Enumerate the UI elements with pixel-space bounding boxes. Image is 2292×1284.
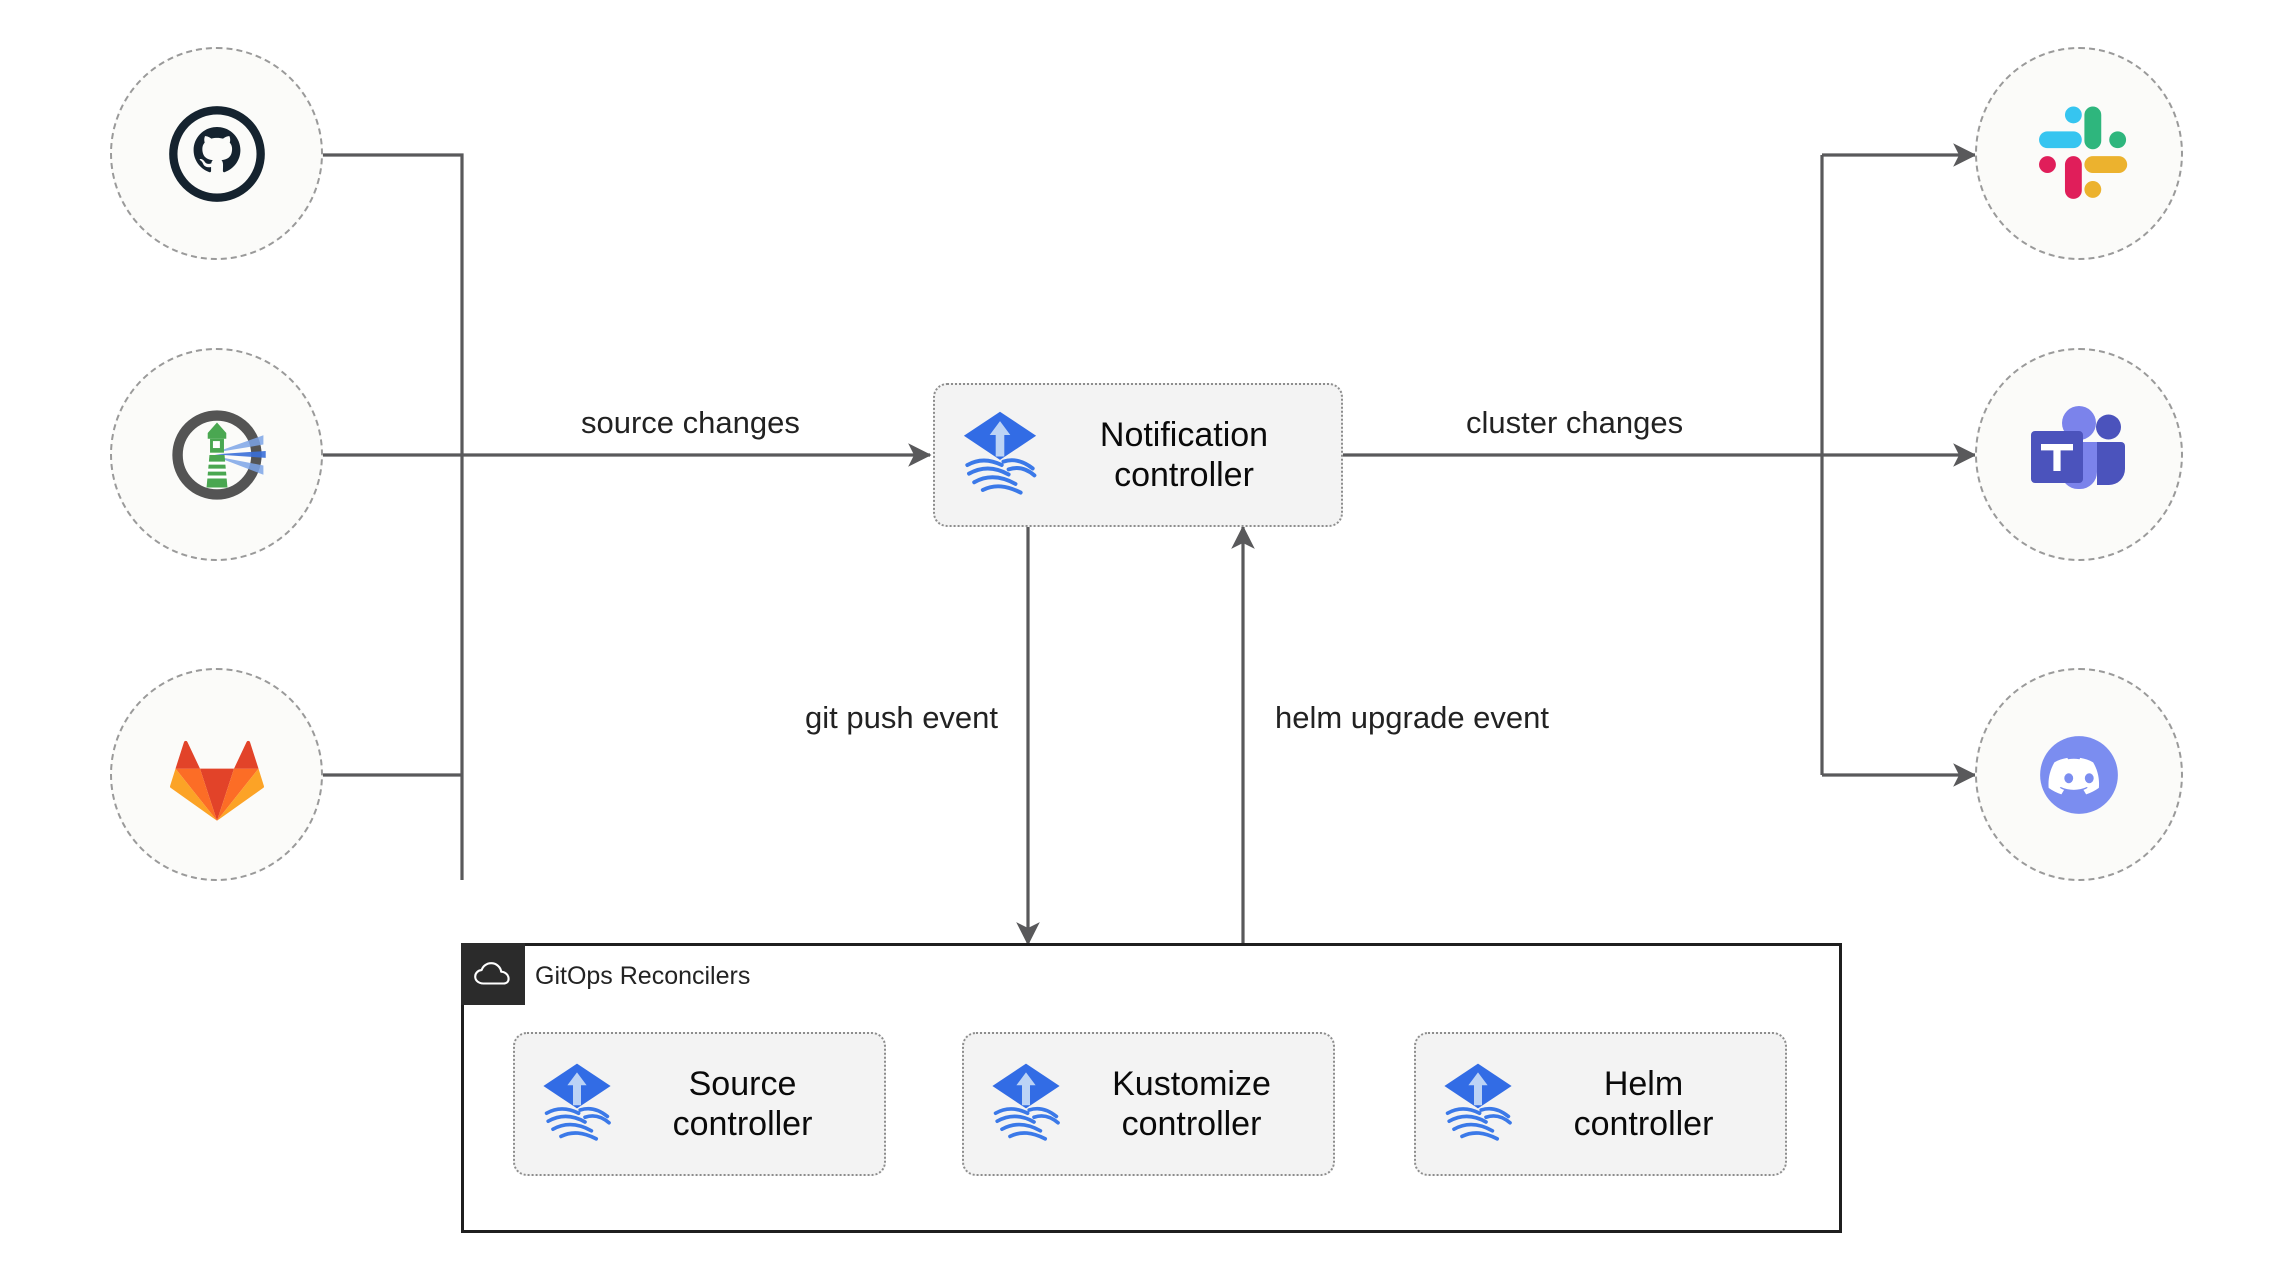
source-node-flux[interactable] bbox=[110, 348, 323, 561]
source-controller-box[interactable]: Source controller bbox=[513, 1032, 886, 1176]
source-node-gitlab[interactable] bbox=[110, 668, 323, 881]
flux-cd-icon bbox=[1438, 1060, 1518, 1149]
source-controller-label: Source controller bbox=[672, 1064, 813, 1143]
edge-label-cluster-changes: cluster changes bbox=[1458, 403, 1692, 443]
kustomize-controller-box[interactable]: Kustomize controller bbox=[962, 1032, 1335, 1176]
flux-cd-icon bbox=[537, 1060, 617, 1149]
destination-node-discord[interactable] bbox=[1975, 668, 2183, 881]
edge-sources-to-notification bbox=[310, 153, 932, 880]
helm-controller-label: Helm controller bbox=[1573, 1064, 1714, 1143]
gitlab-icon bbox=[169, 740, 264, 821]
gitops-reconcilers-title: GitOps Reconcilers bbox=[535, 962, 751, 990]
source-node-github[interactable] bbox=[110, 47, 323, 260]
gitops-reconcilers-tab bbox=[461, 943, 525, 1005]
discord-icon bbox=[2040, 735, 2118, 814]
edge-label-source-changes: source changes bbox=[573, 403, 808, 443]
edge-label-git-push-event: git push event bbox=[797, 698, 1007, 738]
destination-node-slack[interactable] bbox=[1975, 47, 2183, 260]
edge-notification-to-destinations bbox=[1343, 143, 1977, 787]
notification-controller-box[interactable]: Notification controller bbox=[933, 383, 1343, 527]
flux-cd-icon bbox=[957, 408, 1043, 503]
microsoft-teams-icon bbox=[2031, 405, 2125, 489]
github-icon bbox=[168, 105, 265, 202]
destination-node-teams[interactable] bbox=[1975, 348, 2183, 561]
edge-label-helm-upgrade-event: helm upgrade event bbox=[1267, 698, 1558, 738]
slack-icon bbox=[2039, 105, 2128, 199]
kustomize-controller-label: Kustomize controller bbox=[1112, 1064, 1271, 1143]
cloud-icon bbox=[474, 962, 510, 985]
notification-controller-label: Notification controller bbox=[1099, 415, 1269, 494]
flux-lighthouse-icon bbox=[171, 409, 266, 500]
flux-cd-icon bbox=[986, 1060, 1066, 1149]
helm-controller-box[interactable]: Helm controller bbox=[1414, 1032, 1787, 1176]
